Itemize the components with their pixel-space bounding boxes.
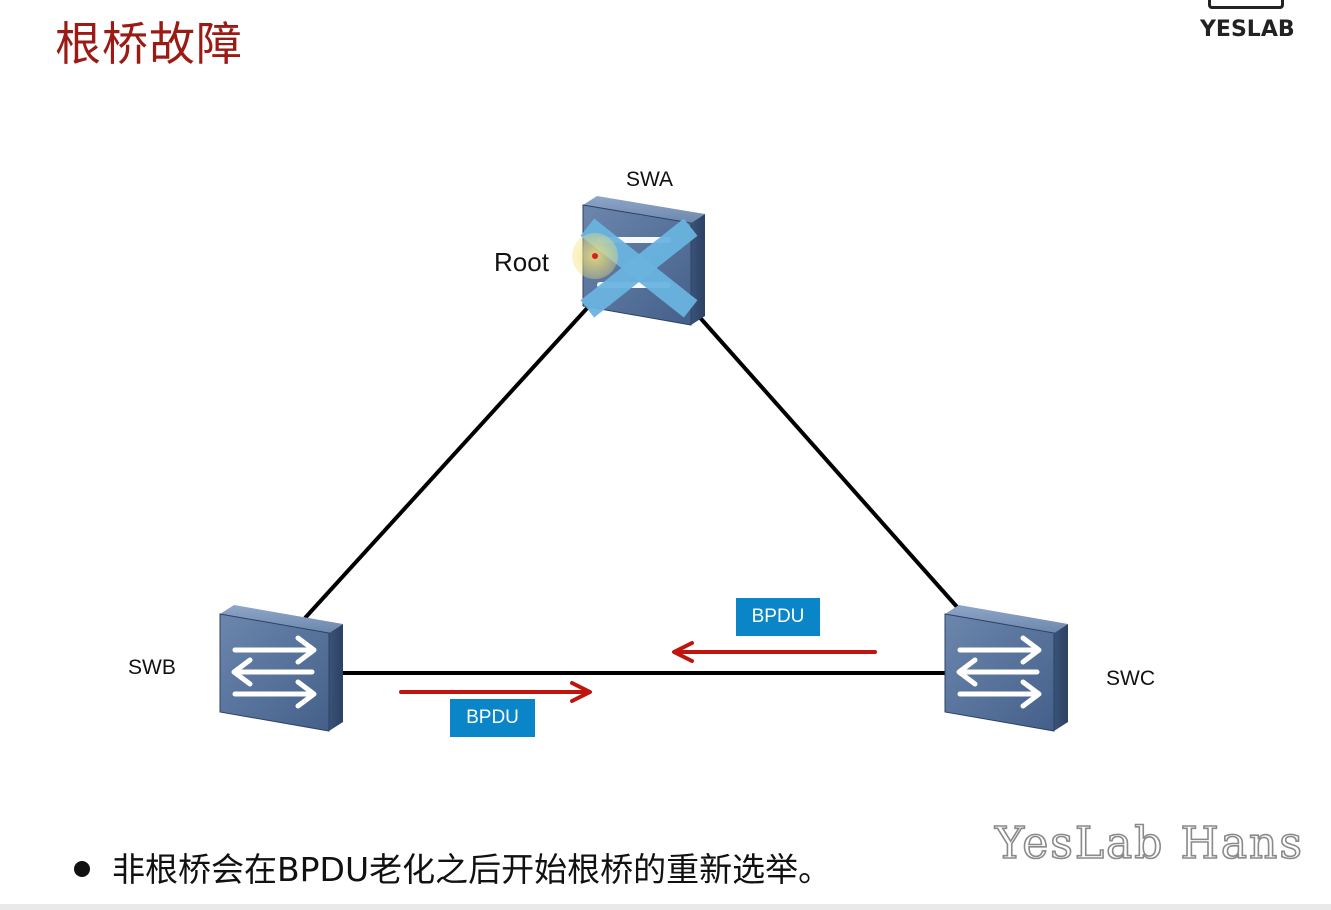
watermark-text: YesLab Hans [994, 817, 1304, 870]
cursor-highlight-icon [572, 233, 618, 279]
link-swa-swb [303, 303, 592, 620]
swc-switch-icon[interactable] [944, 605, 1068, 732]
bpdu-tag-upper: BPDU [736, 598, 820, 636]
slide-title: 根桥故障 [55, 17, 243, 71]
bullet-text: 非根桥会在BPDU老化之后开始根桥的重新选举。 [112, 850, 832, 889]
root-label: Root [494, 247, 549, 277]
swc-label: SWC [1106, 667, 1155, 690]
bottom-divider [0, 904, 1331, 910]
bullet-dot-icon [74, 860, 90, 877]
bpdu-tag-lower: BPDU [450, 699, 535, 737]
swb-label: SWB [128, 656, 176, 679]
yeslab-logo: YESLAB [1196, 0, 1296, 50]
swa-label: SWA [626, 168, 674, 191]
bpdu-arrow-right-icon [399, 681, 592, 703]
logo-frame-icon [1208, 0, 1284, 9]
bullet-point: 非根桥会在BPDU老化之后开始根桥的重新选举。 [74, 843, 831, 891]
bpdu-arrow-left-icon [672, 641, 877, 663]
swb-switch-icon[interactable] [219, 605, 343, 732]
logo-text: YESLAB [1200, 17, 1295, 42]
link-swa-swc [693, 310, 960, 610]
